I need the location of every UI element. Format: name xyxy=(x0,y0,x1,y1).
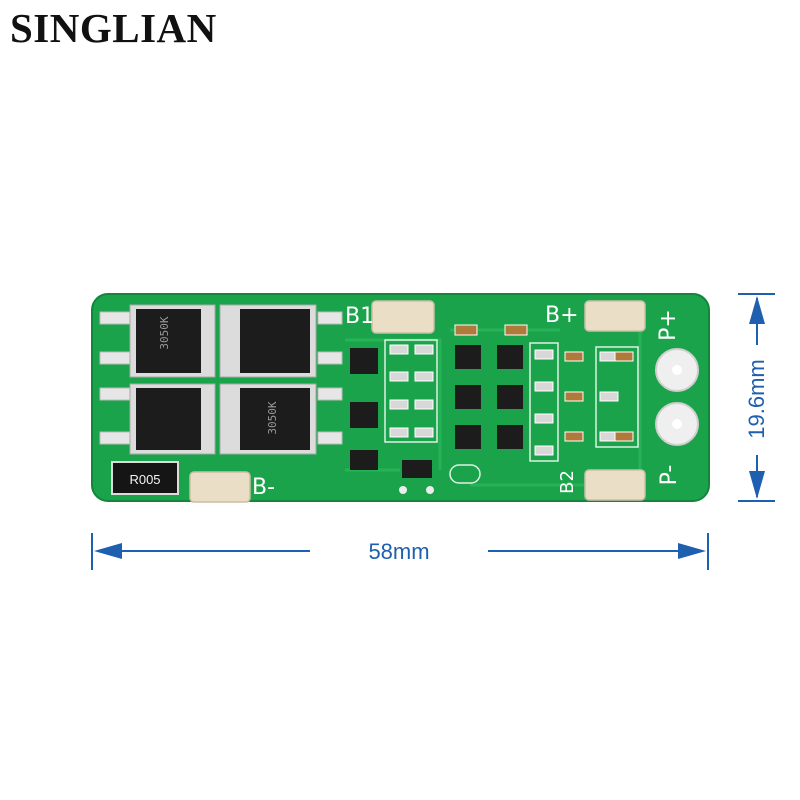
resistor-label: R005 xyxy=(129,472,160,487)
height-dimension xyxy=(738,293,775,502)
silkscreen-marks xyxy=(384,339,639,484)
solder-pads xyxy=(189,300,646,503)
label-p-plus: P+ xyxy=(656,309,681,341)
passive-components xyxy=(389,324,634,456)
mosfet-marking-top: 3050K xyxy=(158,316,171,349)
via-dots xyxy=(399,486,434,494)
mosfet-side-pads xyxy=(317,311,343,445)
label-p-minus: P- xyxy=(657,465,682,486)
width-dimension xyxy=(91,533,709,570)
label-b-minus: B- xyxy=(252,475,275,500)
mosfet-marking-bottom: 3050K xyxy=(266,401,279,434)
brand-logo: SINGLIAN xyxy=(10,5,217,51)
mosfet-array xyxy=(129,304,317,455)
label-b1: B1 xyxy=(345,304,374,329)
label-b-plus: B+ xyxy=(545,303,579,328)
left-pin-pads xyxy=(99,311,131,445)
control-ics xyxy=(350,345,523,478)
shunt-resistor xyxy=(111,461,179,495)
width-label: 58mm xyxy=(368,539,429,564)
height-label: 19.6mm xyxy=(744,359,769,438)
terminal-holes xyxy=(655,348,699,446)
label-b2: B2 xyxy=(557,470,578,494)
